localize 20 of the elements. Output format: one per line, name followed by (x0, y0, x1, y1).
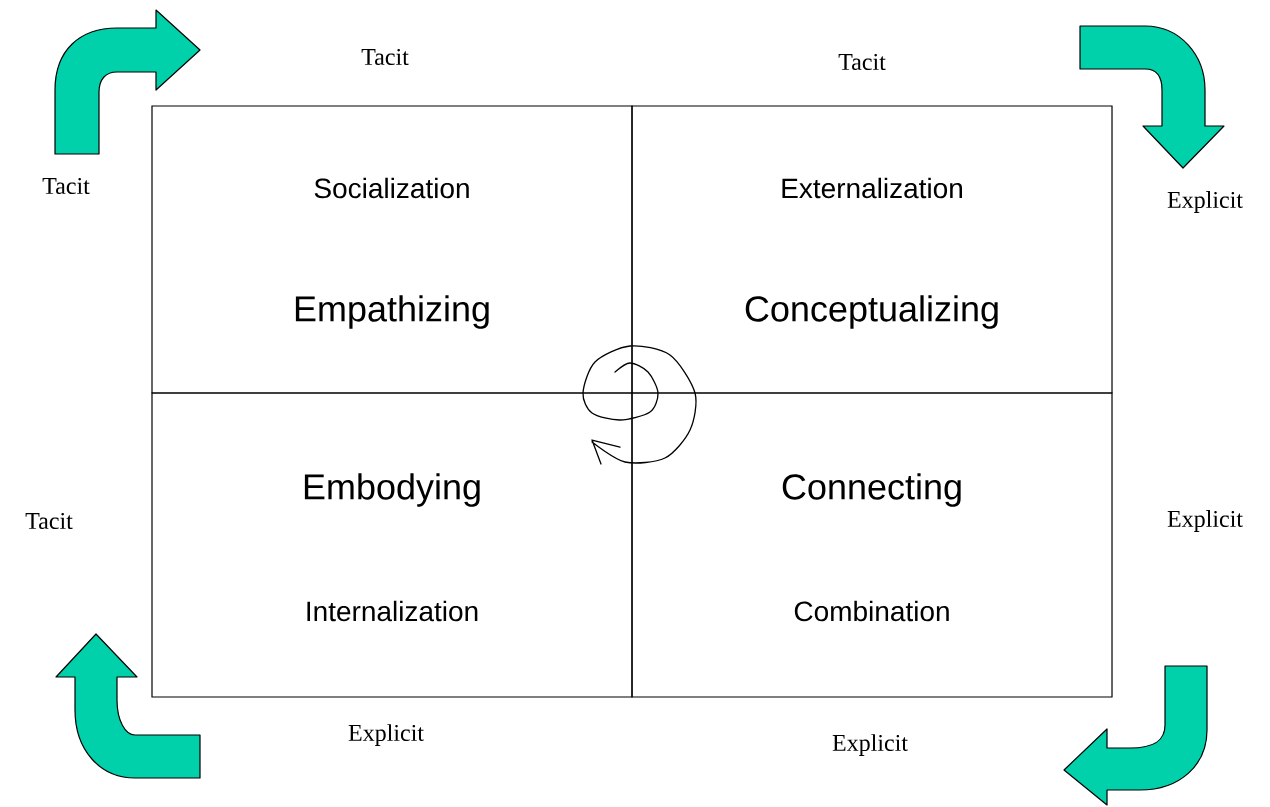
axis-label: Tacit (361, 48, 409, 66)
axis-label: Tacit (42, 177, 90, 195)
quadrant-box (631, 392, 1113, 698)
axis-label: Tacit (838, 53, 886, 71)
axis-label: Explicit (348, 724, 424, 746)
axis-label: Explicit (1167, 191, 1243, 213)
axis-label: Explicit (832, 734, 908, 756)
process-name: Conceptualizing (745, 295, 998, 329)
mode-name: Combination (794, 600, 949, 622)
quadrant-box (151, 105, 633, 394)
axis-label: Tacit (25, 512, 73, 530)
mode-name: Externalization (782, 177, 962, 199)
quadrant-box (151, 392, 633, 698)
quadrant-box (631, 105, 1113, 394)
process-name: Connecting (782, 473, 961, 507)
axis-label: Explicit (1167, 510, 1243, 532)
mode-name: Socialization (314, 177, 469, 199)
process-name: Empathizing (295, 295, 489, 329)
mode-name: Internalization (307, 600, 478, 622)
process-name: Embodying (304, 473, 480, 507)
